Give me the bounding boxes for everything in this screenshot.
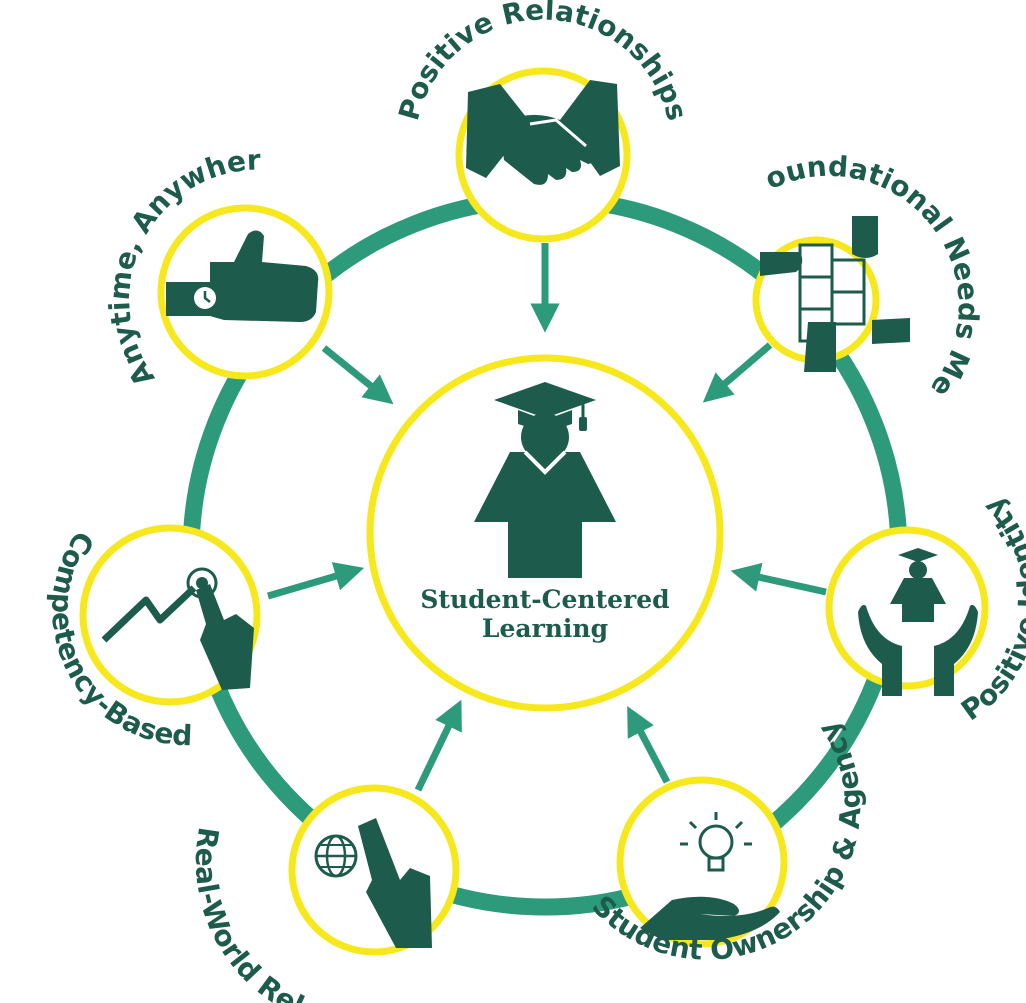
globe-hand-icon — [314, 818, 432, 948]
handshake-icon — [466, 80, 620, 185]
graph-hand-icon — [101, 567, 254, 690]
arrow-anytime-anywhere — [321, 345, 394, 405]
graduate-icon — [474, 382, 616, 578]
node-positive-relationships: Positive Relationships — [392, 0, 694, 243]
node-anytime-anywhere: Anytime, Anywhere — [0, 0, 333, 392]
watch-thumbs-up-icon — [166, 230, 319, 322]
node-positive-identity: Positive Identity — [825, 491, 1026, 727]
center-title-line1: Student-Centered — [420, 585, 669, 614]
hands-graduate-icon — [858, 548, 978, 696]
arrow-real-world — [414, 699, 462, 792]
lightbulb-hand-icon — [640, 812, 780, 940]
arrow-positive-identity — [730, 562, 827, 596]
arrows-group — [267, 243, 827, 792]
arrow-competency-based — [267, 562, 365, 600]
node-real-world-relevant: Real-World Relevant — [189, 784, 460, 1003]
center-title-line2: Learning — [482, 614, 608, 643]
node-circle — [616, 776, 788, 948]
handshake-detail — [529, 118, 587, 148]
puzzle-hands-icon — [760, 216, 910, 372]
arrow-foundational-needs — [702, 342, 773, 403]
arrow-student-ownership — [627, 705, 671, 784]
center-node: Student-Centered Learning — [366, 354, 724, 712]
gown-collar — [523, 450, 567, 475]
node-student-ownership-agency: Student Ownership & Agency — [586, 716, 868, 967]
